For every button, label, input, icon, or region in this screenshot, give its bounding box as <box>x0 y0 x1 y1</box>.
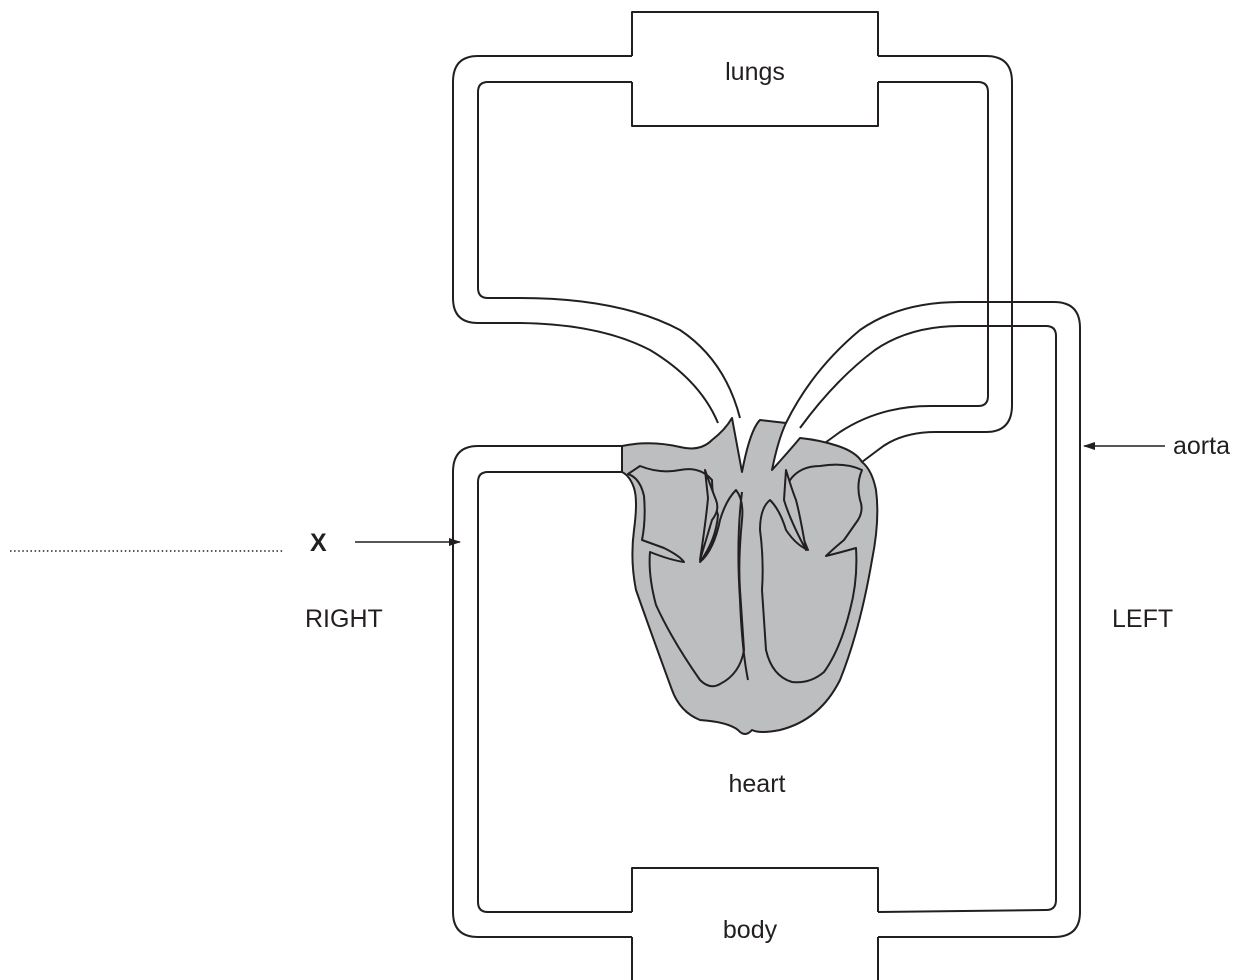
body-label: body <box>723 916 778 944</box>
heart <box>622 418 877 734</box>
pulmonary-circuit <box>453 56 1012 462</box>
right-side-label: RIGHT <box>305 605 383 633</box>
lungs-label: lungs <box>725 58 785 86</box>
pulmonary-artery-inner <box>478 82 740 418</box>
vena-cava-inner <box>478 472 632 912</box>
pulmonary-artery-outer <box>453 56 718 423</box>
x-label: X <box>310 529 327 557</box>
heart-label: heart <box>729 770 786 798</box>
aorta-label: aorta <box>1173 432 1230 460</box>
vena-cava-outer <box>453 446 632 937</box>
pulmonary-vein-outer <box>862 56 1012 462</box>
pulmonary-vein-inner <box>818 82 988 448</box>
left-side-label: LEFT <box>1112 605 1173 633</box>
